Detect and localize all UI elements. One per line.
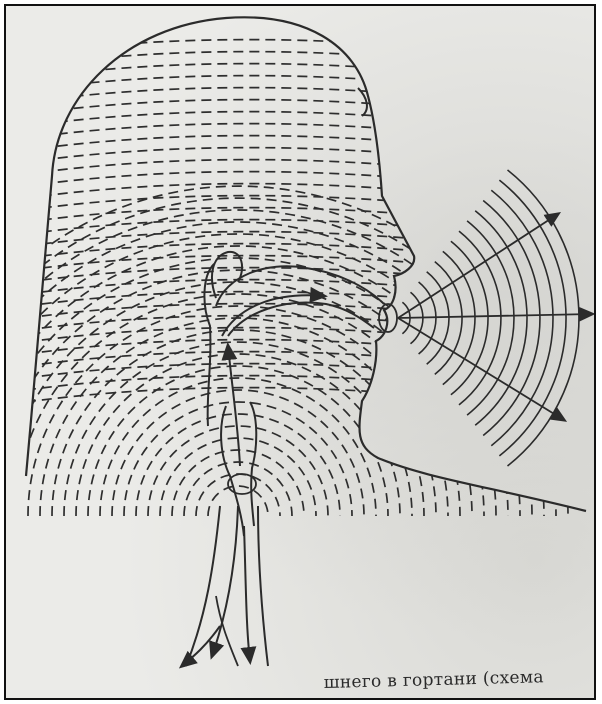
field-line xyxy=(26,184,406,198)
field-arc xyxy=(6,234,520,516)
field-line xyxy=(26,100,406,114)
dashed-field-lines xyxy=(6,40,568,516)
field-arc xyxy=(6,270,484,516)
field-line xyxy=(26,352,406,366)
trachea-left xyxy=(186,506,220,666)
field-line xyxy=(26,364,406,378)
field-line xyxy=(26,148,406,162)
head-sound-diagram xyxy=(6,6,594,698)
field-line xyxy=(26,40,406,54)
field-line xyxy=(26,220,406,234)
field-line xyxy=(26,136,406,150)
field-line xyxy=(26,208,406,222)
trachea-right xyxy=(258,506,268,666)
field-line xyxy=(26,160,406,174)
field-arc xyxy=(124,402,352,516)
field-line xyxy=(26,256,406,270)
sound-wave-arc xyxy=(508,170,579,466)
radiating-arrows xyxy=(398,214,592,420)
field-line xyxy=(26,112,406,126)
field-line xyxy=(26,172,406,186)
brow-line xyxy=(358,88,367,116)
sound-wave-arc xyxy=(459,231,501,405)
field-line xyxy=(26,88,406,102)
figure-frame: шнего в гортани (схема xyxy=(4,4,596,700)
field-line xyxy=(26,388,406,402)
field-line xyxy=(26,280,406,294)
field-line xyxy=(26,124,406,138)
field-line xyxy=(26,196,406,210)
field-line xyxy=(26,76,406,90)
field-line xyxy=(26,244,406,258)
field-line xyxy=(26,64,406,78)
